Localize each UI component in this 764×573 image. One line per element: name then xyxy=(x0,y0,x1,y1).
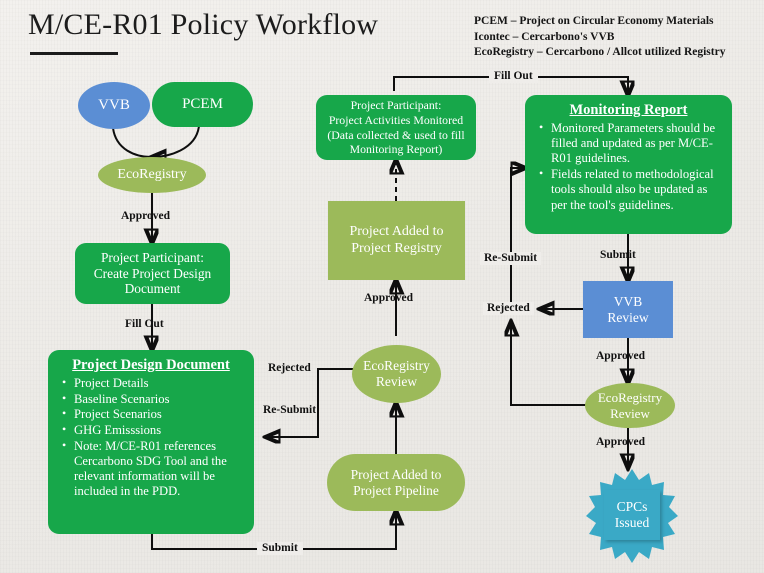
legend-line-icontec: Icontec – Cercarbono's VVB xyxy=(474,30,615,43)
node-monitoring-report[interactable]: Monitoring Report Monitored Parameters s… xyxy=(525,95,732,234)
node-project-added-to-project-pipeline[interactable]: Project Added to Project Pipeline xyxy=(327,454,465,511)
title-underline-rule xyxy=(30,52,118,55)
project-design-document-bullets: Project Details Baseline Scenarios Proje… xyxy=(57,375,245,500)
edge-pcem-to-ecoregistry xyxy=(152,125,200,157)
node-added-to-registry-label: Project Added to Project Registry xyxy=(349,223,444,256)
node-vvb-review-label: VVB Review xyxy=(607,293,649,325)
edge-ecoregistry-review-mid-rejected-resubmit xyxy=(266,368,360,437)
node-ecoregistry-review-right-label: EcoRegistry Review xyxy=(597,390,663,421)
node-pcem[interactable]: PCEM xyxy=(152,82,253,127)
list-item: Note: M/CE-R01 references Cercarbono SDG… xyxy=(62,438,245,500)
edge-ecoregistry-review-right-rejected xyxy=(511,322,588,406)
node-added-to-pipeline-label: Project Added to Project Pipeline xyxy=(350,466,442,498)
page-title: M/CE-R01 Policy Workflow xyxy=(28,8,379,41)
monitoring-report-bullets: Monitored Parameters should be filled an… xyxy=(534,120,723,213)
node-cpcs-issued-label: CPCs Issued xyxy=(614,499,650,530)
node-vvb[interactable]: VVB xyxy=(78,82,150,129)
node-project-added-to-project-registry[interactable]: Project Added to Project Registry xyxy=(328,201,465,280)
edge-label-approved-mid: Approved xyxy=(364,292,413,304)
node-activities-monitored-label: Project Participant: Project Activities … xyxy=(327,98,465,157)
edge-label-approved-right-1: Approved xyxy=(596,350,645,362)
edge-rejected-resubmit-to-monitoring-report xyxy=(510,168,525,303)
list-item: Project Details xyxy=(62,375,245,391)
node-project-activities-monitored[interactable]: Project Participant: Project Activities … xyxy=(316,95,476,160)
list-item: GHG Emisssions xyxy=(62,422,245,438)
node-cpcs-issued[interactable]: CPCs Issued xyxy=(586,468,678,564)
edge-label-submit-right: Submit xyxy=(600,249,636,261)
edge-label-resubmit-right: Re-Submit xyxy=(480,252,542,265)
project-design-document-title: Project Design Document xyxy=(72,357,230,373)
list-item: Project Scenarios xyxy=(62,406,245,422)
edge-label-rejected-mid: Rejected xyxy=(268,362,311,374)
edge-label-submit-bottom: Submit xyxy=(257,542,303,555)
legend-line-pcem: PCEM – Project on Circular Economy Mater… xyxy=(474,15,714,27)
node-vvb-label: VVB xyxy=(98,96,130,113)
node-project-design-document[interactable]: Project Design Document Project Details … xyxy=(48,350,254,534)
edge-label-approved-left: Approved xyxy=(121,210,170,222)
node-ecoregistry-review-mid[interactable]: EcoRegistry Review xyxy=(352,345,441,403)
edge-label-fill-out-left: Fill Out xyxy=(125,318,164,330)
list-item: Fields related to methodological tools s… xyxy=(539,166,723,213)
list-item: Baseline Scenarios xyxy=(62,391,245,407)
edge-label-rejected-right: Rejected xyxy=(483,302,534,315)
node-vvb-review[interactable]: VVB Review xyxy=(583,281,673,338)
edge-label-approved-right-2: Approved xyxy=(596,436,645,448)
node-create-project-design-document[interactable]: Project Participant: Create Project Desi… xyxy=(75,243,230,304)
node-ecoregistry[interactable]: EcoRegistry xyxy=(98,157,206,193)
legend-line-ecoregistry: EcoRegistry – Cercarbono / Allcot utiliz… xyxy=(474,46,726,58)
edge-label-fill-out-top: Fill Out xyxy=(489,70,538,83)
legend: PCEM – Project on Circular Economy Mater… xyxy=(474,14,725,61)
list-item: Monitored Parameters should be filled an… xyxy=(539,120,723,167)
node-pcem-label: PCEM xyxy=(182,95,223,112)
node-ecoregistry-label: EcoRegistry xyxy=(117,166,187,182)
node-ecoregistry-review-mid-label: EcoRegistry Review xyxy=(363,358,430,389)
edge-vvb-to-ecoregistry xyxy=(112,127,152,158)
edge-label-resubmit-mid: Re-Submit xyxy=(263,404,317,416)
node-create-pdd-label: Project Participant: Create Project Desi… xyxy=(93,249,212,297)
cpcs-issued-inner-panel: CPCs Issued xyxy=(604,490,660,540)
monitoring-report-title: Monitoring Report xyxy=(569,102,688,118)
node-ecoregistry-review-right[interactable]: EcoRegistry Review xyxy=(585,383,675,428)
